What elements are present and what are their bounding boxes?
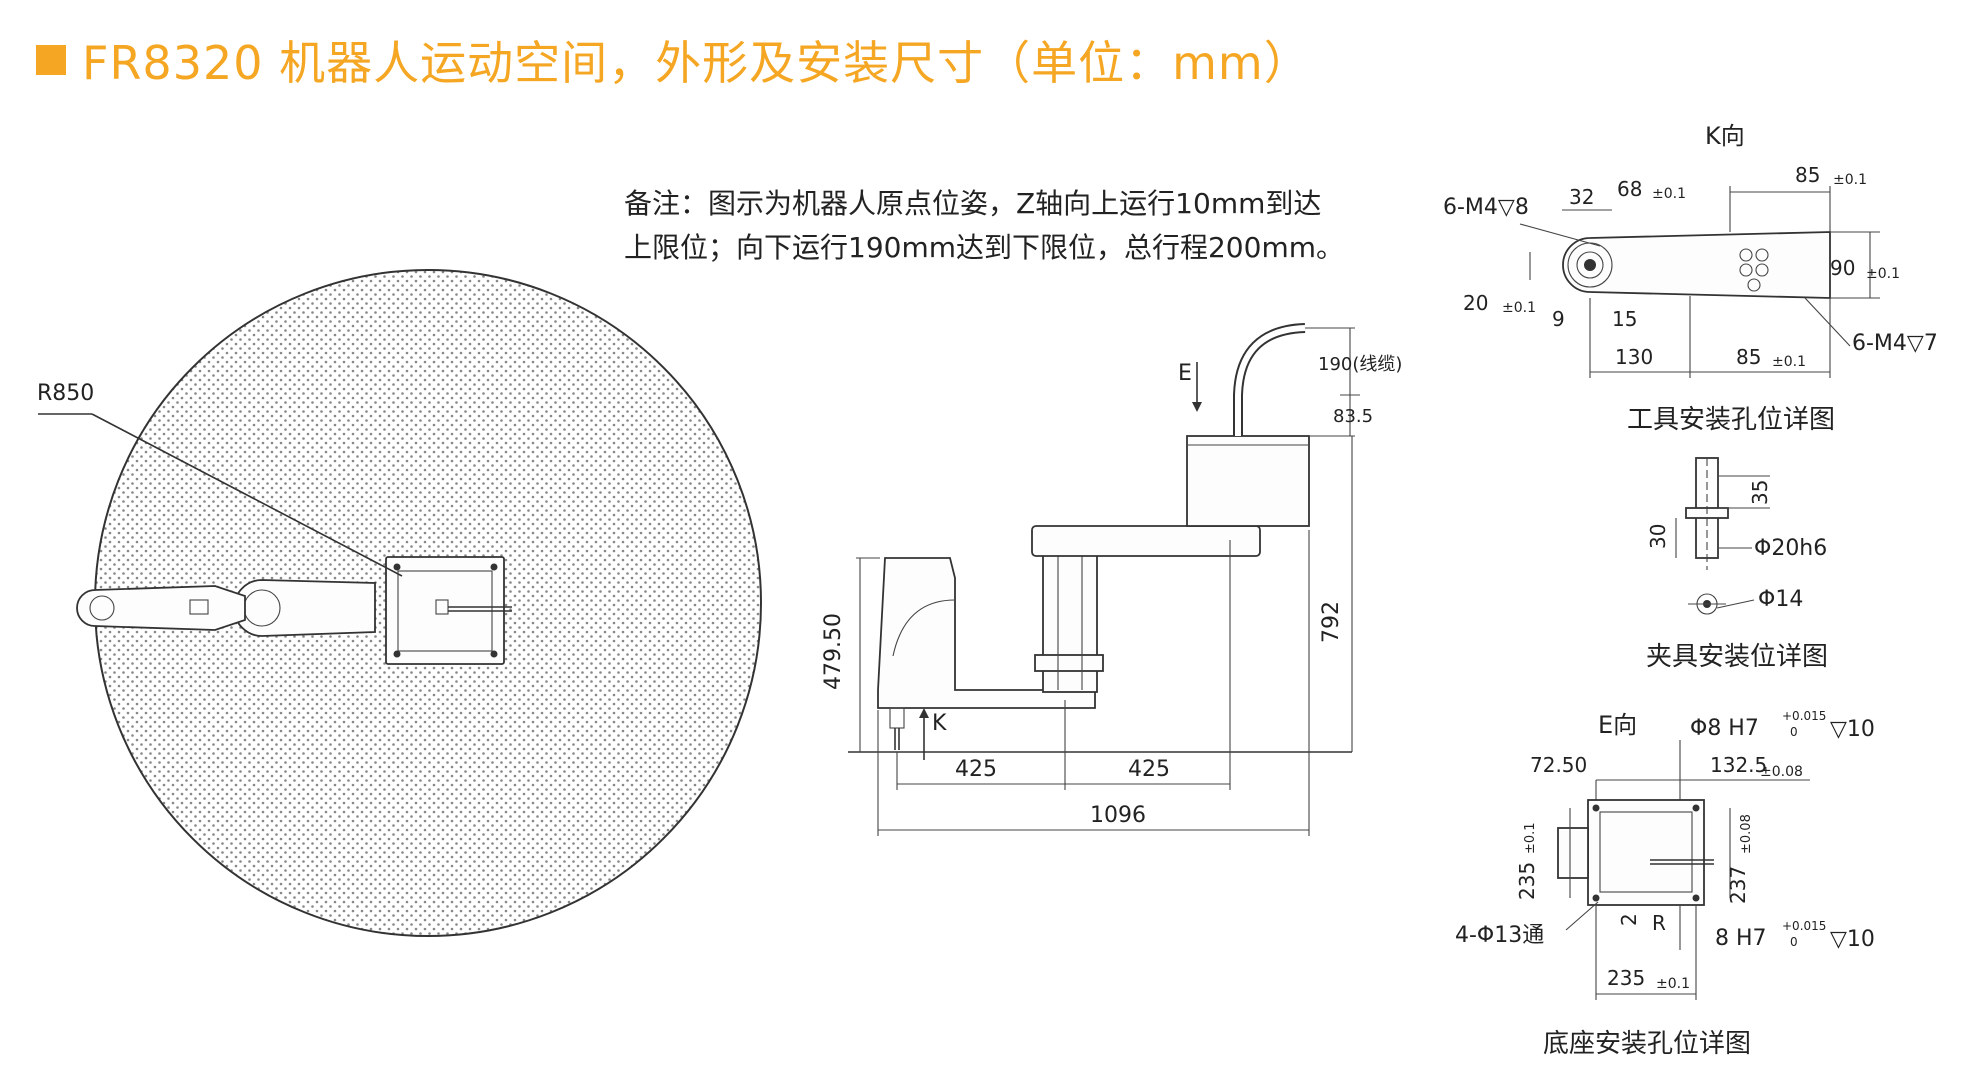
tool-85-top: 85 <box>1795 163 1820 187</box>
base-237-tol: ±0.08 <box>1739 814 1754 854</box>
page-title: FR8320 机器人运动空间，外形及安装尺寸（单位：mm） <box>36 28 1311 92</box>
base-holes: 4-Φ13通 <box>1455 923 1544 948</box>
side-425a-dim: 425 <box>955 757 997 782</box>
base-plate <box>1587 799 1705 906</box>
tool-130: 130 <box>1615 345 1653 369</box>
tool-20: 20 <box>1463 291 1488 315</box>
clamp-phi14: Φ14 <box>1758 587 1803 612</box>
base-235-bot-tol: ±0.1 <box>1656 976 1690 992</box>
side-upper-arm <box>1031 525 1261 557</box>
base-depth10-a: ▽10 <box>1830 717 1875 742</box>
side-425b-dim: 425 <box>1128 757 1170 782</box>
title-text: FR8320 机器人运动空间，外形及安装尺寸（单位：mm） <box>82 36 1311 90</box>
tool-68: 68 <box>1617 177 1642 201</box>
tool-plate <box>1562 231 1831 299</box>
tool-m4-8: 6-M4▽8 <box>1443 195 1529 220</box>
tool-32: 32 <box>1569 185 1594 209</box>
side-cable <box>1233 323 1306 436</box>
tool-90: 90 <box>1830 256 1855 280</box>
side-479-dim: 479.50 <box>821 613 846 690</box>
side-elevation-view: E K 190(线缆) 83.5 792 479.50 425 425 1096 <box>821 323 1402 836</box>
robot-arm-2 <box>233 579 376 637</box>
base-237: 237 <box>1726 866 1750 904</box>
base-hole-view: E向 Φ8 H7 +0.015 0 ▽10 72.50 132.5 ±0.08 … <box>1455 709 1875 1059</box>
base-2: 2 <box>1617 913 1641 926</box>
remark-note: 备注：图示为机器人原点位姿，Z轴向上运行10mm到达 上限位；向下运行190mm… <box>624 182 1344 270</box>
base-72: 72.50 <box>1530 753 1587 777</box>
clamp-30: 30 <box>1646 524 1670 549</box>
tool-68-tol: ±0.1 <box>1652 186 1686 202</box>
base-235-bot: 235 <box>1607 966 1645 990</box>
tool-85-bot: 85 <box>1736 345 1761 369</box>
base-fit-top: +0.015 <box>1782 709 1826 723</box>
tool-m4-7: 6-M4▽7 <box>1852 331 1938 356</box>
base-fit-bot: 0 <box>1790 725 1798 739</box>
side-k-label: K <box>932 711 947 736</box>
base-phi8-top: Φ8 H7 <box>1690 716 1759 741</box>
clamp-35: 35 <box>1748 480 1772 505</box>
k-view-label: K向 <box>1705 122 1745 150</box>
clamp-view: 35 30 Φ20h6 Φ14 夹具安装位详图 <box>1646 457 1828 672</box>
base-235-left: 235 <box>1515 862 1539 900</box>
remark-line-1: 备注：图示为机器人原点位姿，Z轴向上运行10mm到达 <box>624 187 1322 220</box>
e-view-label: E向 <box>1598 711 1637 739</box>
clamp-phi20: Φ20h6 <box>1754 536 1827 561</box>
base-caption: 底座安装孔位详图 <box>1543 1029 1751 1059</box>
r850-label: R850 <box>37 381 94 406</box>
tool-15: 15 <box>1612 307 1637 331</box>
title-square-icon <box>36 45 66 75</box>
base-132-tol: ±0.08 <box>1760 764 1803 780</box>
side-83-dim: 83.5 <box>1333 406 1373 427</box>
base-fit-top2: +0.015 <box>1782 919 1826 933</box>
base-phi8-bot: 8 H7 <box>1715 926 1767 951</box>
side-head <box>1186 435 1310 527</box>
base-fit-bot2: 0 <box>1790 935 1798 949</box>
tool-caption: 工具安装孔位详图 <box>1627 405 1835 435</box>
base-132: 132.5 <box>1710 753 1767 777</box>
workspace-top-view: R850 <box>37 269 762 937</box>
remark-line-2: 上限位；向下运行190mm达到下限位，总行程200mm。 <box>624 231 1344 264</box>
base-depth10-b: ▽10 <box>1830 927 1875 952</box>
r850-leader <box>91 413 403 577</box>
clamp-caption: 夹具安装位详图 <box>1646 642 1828 672</box>
tool-90-tol: ±0.1 <box>1866 266 1900 282</box>
side-792-dim: 792 <box>1319 601 1344 643</box>
tool-85-top-tol: ±0.1 <box>1833 172 1867 188</box>
tool-85-bot-tol: ±0.1 <box>1772 354 1806 370</box>
robot-arm-1 <box>76 585 246 631</box>
side-e-label: E <box>1178 361 1192 386</box>
tool-20-tol: ±0.1 <box>1502 300 1536 316</box>
tool-9: 9 <box>1552 307 1565 331</box>
tool-hole-view: K向 6-M4▽8 32 68 ±0.1 85 ±0.1 90 ±0.1 20 … <box>1443 122 1938 435</box>
base-235-left-tol: ±0.1 <box>1523 822 1538 854</box>
side-1096-dim: 1096 <box>1090 803 1146 828</box>
base-r: R <box>1652 911 1666 935</box>
side-cable-dim: 190(线缆) <box>1318 354 1402 375</box>
